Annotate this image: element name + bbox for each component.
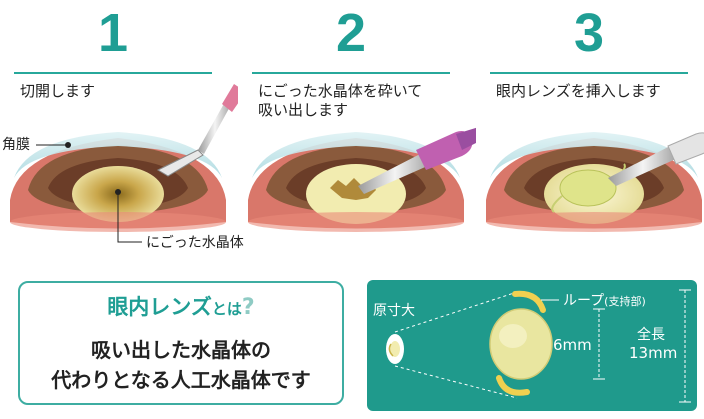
scalpel-handle: [222, 84, 238, 112]
step-divider: [252, 72, 450, 74]
iol-info-box: 眼内レンズとは? 吸い出した水晶体の 代わりとなる人工水晶体です: [18, 281, 344, 405]
step-text-line: 眼内レンズを挿入します: [496, 82, 661, 100]
step-divider: [14, 72, 212, 74]
optic-size-label: 6mm: [553, 336, 592, 354]
step-description: 切開します: [20, 82, 218, 101]
step-number: 2: [335, 3, 367, 63]
step-text-line: 切開します: [20, 82, 96, 100]
info-body-line: 代わりとなる人工水晶体です: [51, 368, 311, 392]
step-number: 3: [573, 3, 605, 63]
probe-tip: [358, 152, 432, 194]
step-description: にごった水晶体を砕いて 吸い出します: [258, 82, 456, 120]
lens-diagram: [386, 289, 691, 403]
step-description: 眼内レンズを挿入します: [496, 82, 694, 101]
step-text-line: にごった水晶体を砕いて: [258, 82, 423, 100]
injector-tip: [608, 146, 678, 186]
loop-label-note: (支持部): [604, 295, 646, 308]
scalpel-shaft: [198, 100, 232, 154]
actual-size-label: 原寸大: [373, 303, 415, 319]
injector-body: [667, 132, 704, 165]
info-body-line: 吸い出した水晶体の: [91, 338, 271, 362]
loop-label-main: ループ: [563, 293, 605, 309]
step-number: 1: [97, 3, 129, 63]
cornea-label: 角膜: [2, 137, 30, 153]
info-title: 眼内レンズとは?: [20, 291, 342, 321]
lens-fragments: [330, 178, 376, 200]
eye-illustration-incision: [10, 84, 238, 243]
intraocular-lens: [559, 169, 617, 207]
cloudy-lens-label: にごった水晶体: [146, 235, 244, 251]
loop-label: ループ(支持部): [563, 290, 646, 310]
loop-top: [512, 290, 546, 313]
lens-size-panel: 原寸大 ループ(支持部) 6mm 全長 13mm: [367, 280, 697, 411]
loop-bottom: [496, 375, 530, 396]
eye-illustration-aspiration: [248, 127, 476, 232]
probe-handle: [416, 131, 473, 170]
eye-illustration-implant: [486, 132, 704, 232]
total-length-label: 全長: [637, 327, 665, 343]
question-mark-icon: ?: [241, 295, 255, 320]
total-length-value: 13mm: [629, 344, 678, 362]
scalpel-blade: [156, 149, 204, 177]
step-divider: [490, 72, 688, 74]
info-body: 吸い出した水晶体の 代わりとなる人工水晶体です: [20, 335, 342, 395]
step-text-line: 吸い出します: [258, 101, 349, 119]
info-title-suffix: とは: [211, 300, 242, 318]
info-title-main: 眼内レンズ: [107, 295, 212, 319]
